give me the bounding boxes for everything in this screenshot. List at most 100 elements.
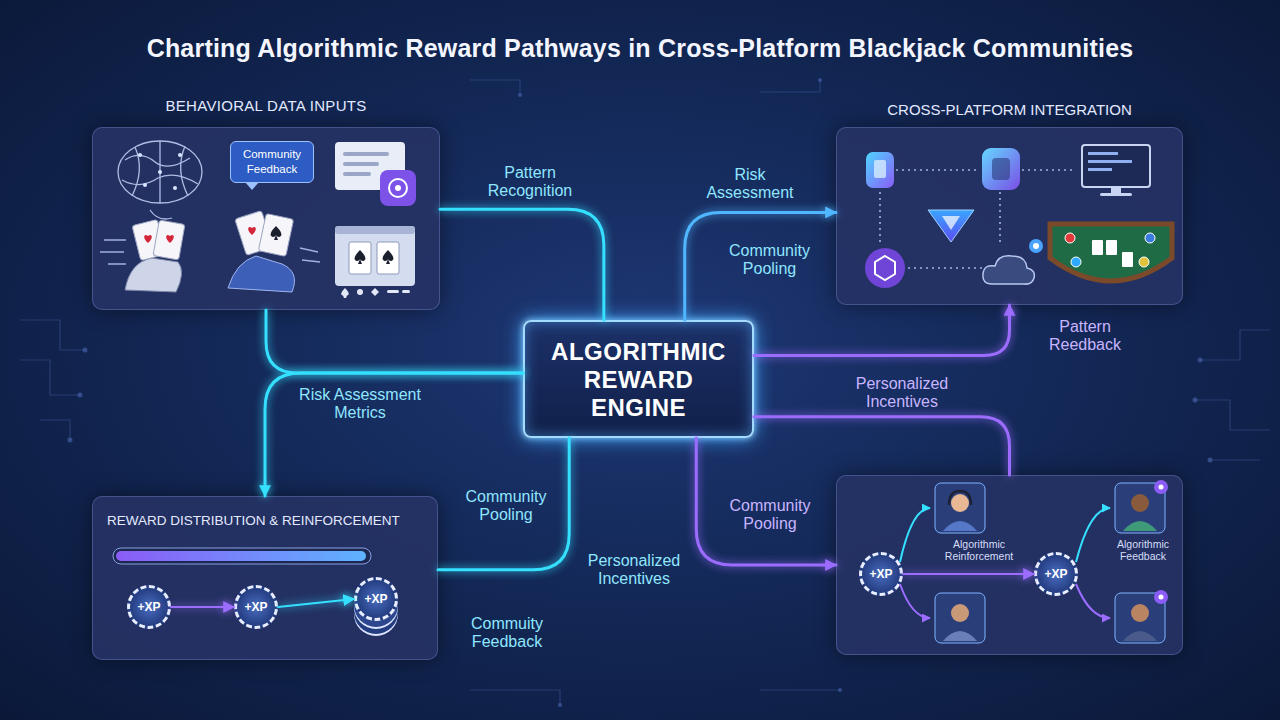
platform-icons xyxy=(1029,239,1043,253)
brain-nodes xyxy=(143,183,147,187)
card-window xyxy=(341,288,410,298)
edge-label: Community Pooling xyxy=(450,488,562,524)
node-label: +XP xyxy=(237,600,275,614)
person-icons xyxy=(943,521,977,531)
person-icons xyxy=(1154,590,1168,604)
person-icons xyxy=(1131,604,1149,622)
progress-bar xyxy=(113,548,371,564)
card-hand-left xyxy=(166,235,174,243)
platform-icons xyxy=(1065,233,1075,243)
chip-arrow xyxy=(278,599,354,607)
person-icons xyxy=(1115,590,1168,643)
card-hand-right xyxy=(258,214,293,257)
card-window xyxy=(341,288,348,298)
circuit-background xyxy=(68,438,73,443)
platform-icons xyxy=(879,192,881,244)
platform-icons xyxy=(1082,145,1150,187)
platform-icons xyxy=(1092,240,1103,255)
diagram-title: Charting Algorithmic Reward Pathways in … xyxy=(0,34,1280,63)
circuit-background xyxy=(1200,330,1270,360)
platform-icons xyxy=(1106,240,1117,255)
flow-connector xyxy=(754,417,1010,475)
person-icons xyxy=(1115,483,1165,533)
edge-label: Community Pooling xyxy=(712,497,828,533)
card-window xyxy=(355,250,366,264)
card-hand-left xyxy=(153,220,185,260)
card-window xyxy=(377,242,399,274)
person-icons xyxy=(943,631,977,641)
flow-connector xyxy=(265,373,523,496)
circuit-background xyxy=(20,360,80,395)
node-label: Algorithmic Reinforcement xyxy=(929,538,1029,562)
circuit-background xyxy=(1210,459,1260,460)
brain-icon xyxy=(118,141,202,203)
floating-label: Community Pooling xyxy=(712,242,827,278)
node-label: +XP xyxy=(357,592,395,606)
circuit-background xyxy=(1193,398,1198,403)
platform-icons xyxy=(1050,224,1172,281)
platform-icons xyxy=(1088,160,1132,163)
person-icons xyxy=(1159,485,1164,490)
chat-window xyxy=(335,142,416,206)
brain-nodes xyxy=(173,186,177,190)
branch-arrows xyxy=(900,508,1110,618)
speed-lines xyxy=(104,239,126,241)
chat-window xyxy=(343,172,371,176)
xp-chip: +XP xyxy=(127,585,171,629)
circuit-background xyxy=(818,78,822,82)
xp-chip: +XP xyxy=(859,552,903,596)
edge-label: Risk Assessment Metrics xyxy=(285,386,435,422)
circuit-background xyxy=(68,78,1213,707)
chat-window xyxy=(380,170,416,206)
node-label: +XP xyxy=(130,600,168,614)
platform-icons xyxy=(928,210,974,242)
integration-panel: CROSS-PLATFORM INTEGRATION xyxy=(836,127,1183,305)
circuit-background xyxy=(470,690,560,705)
card-window xyxy=(357,289,363,295)
input-panel: BEHAVIORAL DATA INPUTSCommunity Feedback xyxy=(92,127,440,310)
node-label: Community Feedback xyxy=(234,147,310,177)
xp-chip: +XP xyxy=(1034,552,1078,596)
speed-lines xyxy=(108,263,126,265)
card-hand-right xyxy=(300,248,320,262)
node-label: CROSS-PLATFORM INTEGRATION xyxy=(837,101,1182,118)
branch-arrows xyxy=(1076,584,1110,618)
engine-box: ALGORITHMIC REWARD ENGINE xyxy=(523,320,754,438)
card-hand-right xyxy=(228,211,320,292)
flow-connector xyxy=(696,438,836,565)
xp-chip-stack: +XP xyxy=(354,577,398,621)
platform-icons xyxy=(1022,169,1076,171)
circuit-background xyxy=(40,420,70,440)
floating-label: Personalized Incentives xyxy=(578,552,690,588)
speech-bubble: Community Feedback xyxy=(230,141,314,183)
card-hand-right xyxy=(235,211,273,256)
chat-window xyxy=(343,162,379,166)
flow-connector xyxy=(440,209,604,320)
chat-window xyxy=(335,142,405,190)
branch-arrows xyxy=(900,584,930,618)
brain-icon xyxy=(159,141,160,203)
platform-icons xyxy=(865,248,905,288)
circuit-background xyxy=(760,689,840,690)
platform-icons xyxy=(875,256,895,280)
chat-window xyxy=(389,179,407,197)
platform-icons xyxy=(942,216,960,230)
platform-icons xyxy=(865,145,1172,288)
card-window xyxy=(335,226,415,286)
node-label: BEHAVIORAL DATA INPUTS xyxy=(93,97,439,114)
node-sublabel: Algorithmic Feedback xyxy=(1103,538,1183,562)
person-icons xyxy=(935,483,985,533)
platform-icons xyxy=(982,148,1020,190)
circuit-background xyxy=(558,703,562,707)
edge-label: Risk Assessment xyxy=(690,166,810,202)
edge-label: Personalized Incentives xyxy=(840,375,964,411)
node-label: ALGORITHMIC REWARD ENGINE xyxy=(547,338,730,422)
person-icons xyxy=(935,483,985,533)
progress-bar xyxy=(116,551,366,561)
edge-label: Pattern Reedback xyxy=(1030,318,1140,354)
flow-connector xyxy=(438,438,569,570)
chip-arrow xyxy=(903,573,1034,575)
circuit-background xyxy=(760,80,820,92)
card-hand-right xyxy=(228,256,294,292)
